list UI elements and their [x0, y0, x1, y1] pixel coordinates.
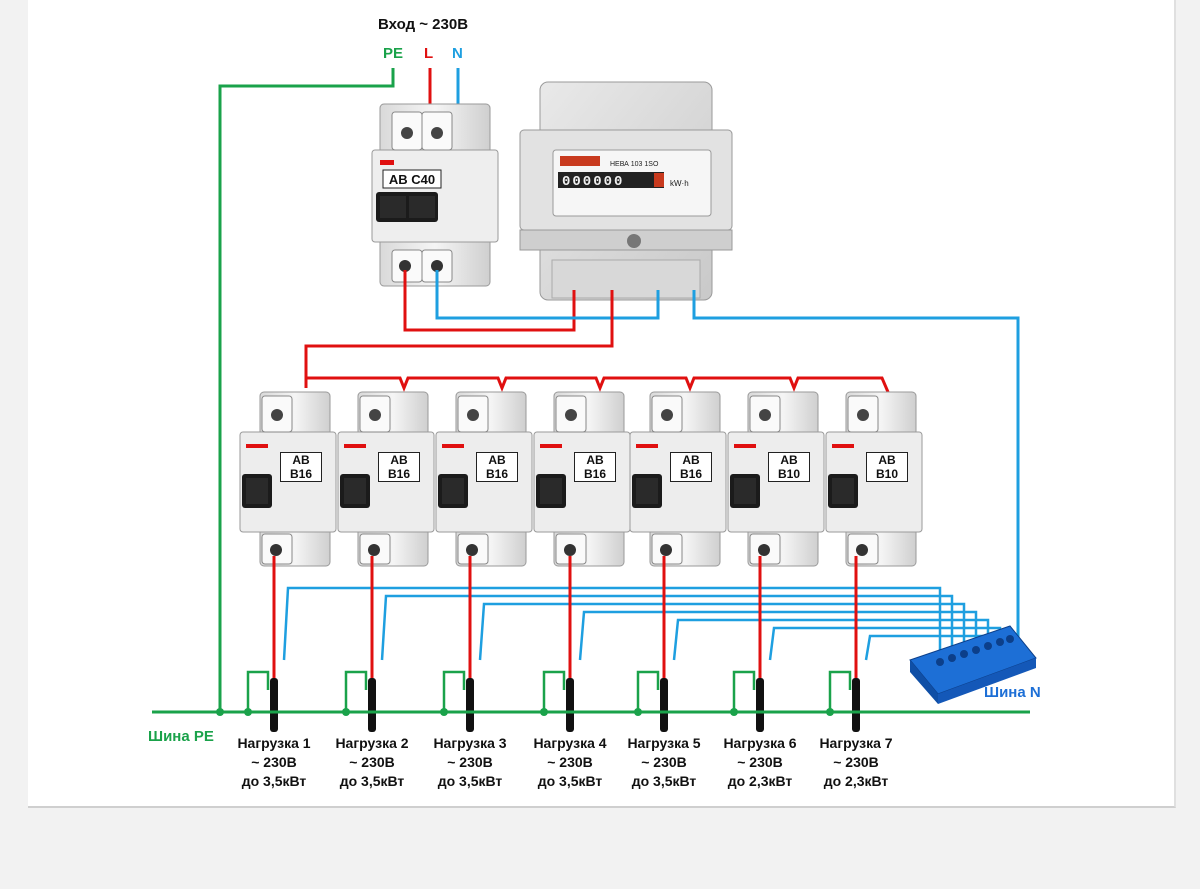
load-label: Нагрузка 3 ~ 230В до 3,5кВт — [420, 734, 520, 791]
neutral-meter-out — [692, 290, 1020, 646]
pe-branch-wire — [542, 670, 566, 712]
breaker-type: АВ — [292, 453, 310, 467]
bus-screw — [984, 642, 992, 650]
load-voltage: ~ 230В — [737, 754, 783, 770]
pe-branch-wire — [828, 670, 852, 712]
pe-branch-wire — [732, 670, 756, 712]
pe-wire — [218, 68, 395, 712]
load-cable — [660, 678, 668, 732]
load-voltage: ~ 230В — [349, 754, 395, 770]
pe-branch-wire — [246, 670, 270, 712]
load-cable — [270, 678, 278, 732]
pe-branch-wire — [636, 670, 660, 712]
load-power: до 2,3кВт — [727, 773, 793, 789]
breaker-type: АВ — [390, 453, 408, 467]
load-power: до 3,5кВт — [537, 773, 603, 789]
meter-display: 000000 — [562, 174, 624, 190]
load-name: Нагрузка 3 — [433, 735, 507, 751]
load-power: до 3,5кВт — [339, 773, 405, 789]
breaker-rating: В10 — [777, 467, 800, 481]
breaker-type: АВ — [682, 453, 700, 467]
load-name: Нагрузка 4 — [533, 735, 607, 751]
pe-branch-wire — [344, 670, 368, 712]
breaker-rating: В16 — [485, 467, 508, 481]
load-name: Нагрузка 1 — [237, 735, 311, 751]
load-voltage: ~ 230В — [641, 754, 687, 770]
pe-branch-wire — [442, 670, 466, 712]
load-label: Нагрузка 1 ~ 230В до 3,5кВт — [224, 734, 324, 791]
neutral-bus-block — [909, 625, 1037, 704]
breaker-rating: В16 — [387, 467, 410, 481]
breaker-type: АВ — [780, 453, 798, 467]
load-cable — [466, 678, 474, 732]
input-n-label: N — [452, 45, 463, 62]
meter-model: НЕВА 103 1SO — [610, 161, 659, 168]
phase-distribution — [304, 376, 890, 393]
load-name: Нагрузка 6 — [723, 735, 797, 751]
breaker-rating: В16 — [289, 467, 312, 481]
bus-screw — [972, 646, 980, 654]
breaker-rating: В16 — [583, 467, 606, 481]
bus-screw — [960, 650, 968, 658]
load-power: до 3,5кВт — [631, 773, 697, 789]
load-name: Нагрузка 5 — [627, 735, 701, 751]
main-breaker-label: АВ С40 — [389, 172, 435, 187]
electric-meter — [519, 81, 733, 301]
load-power: до 3,5кВт — [241, 773, 307, 789]
phase-to-meter-in — [403, 270, 576, 332]
bus-screw — [1006, 635, 1014, 643]
load-power: до 2,3кВт — [823, 773, 889, 789]
load-cable — [368, 678, 376, 732]
load-name: Нагрузка 7 — [819, 735, 893, 751]
pe-bus-label: Шина PE — [148, 728, 214, 745]
load-cable — [852, 678, 860, 732]
load-label: Нагрузка 2 ~ 230В до 3,5кВт — [322, 734, 422, 791]
breaker-rating: В10 — [875, 467, 898, 481]
input-title: Вход ~ 230В — [378, 16, 469, 33]
load-name: Нагрузка 2 — [335, 735, 409, 751]
breaker-rating: В16 — [679, 467, 702, 481]
load-cable — [566, 678, 574, 732]
breaker-type: АВ — [488, 453, 506, 467]
n-bus-label: Шина N — [984, 684, 1041, 701]
main-breaker-c40 — [371, 103, 499, 287]
input-pe-label: PE — [383, 45, 404, 62]
load-cable — [756, 678, 764, 732]
breaker-type: АВ — [878, 453, 896, 467]
load-voltage: ~ 230В — [251, 754, 297, 770]
neutral-to-meter-in — [435, 270, 660, 320]
bus-screw — [948, 654, 956, 662]
phase-meter-out — [304, 290, 614, 388]
load-label: Нагрузка 4 ~ 230В до 3,5кВт — [520, 734, 620, 791]
neutral-branch-wire — [380, 594, 954, 661]
bus-screw — [936, 658, 944, 666]
breaker-type: АВ — [586, 453, 604, 467]
load-voltage: ~ 230В — [833, 754, 879, 770]
load-label: Нагрузка 6 ~ 230В до 2,3кВт — [710, 734, 810, 791]
bus-screw — [996, 638, 1004, 646]
meter-unit: kW·h — [670, 179, 689, 188]
load-label: Нагрузка 5 ~ 230В до 3,5кВт — [614, 734, 714, 791]
input-l-label: L — [424, 45, 434, 62]
load-power: до 3,5кВт — [437, 773, 503, 789]
neutral-branch-wire — [478, 602, 966, 661]
load-voltage: ~ 230В — [547, 754, 593, 770]
load-label: Нагрузка 7 ~ 230В до 2,3кВт — [806, 734, 906, 791]
load-voltage: ~ 230В — [447, 754, 493, 770]
